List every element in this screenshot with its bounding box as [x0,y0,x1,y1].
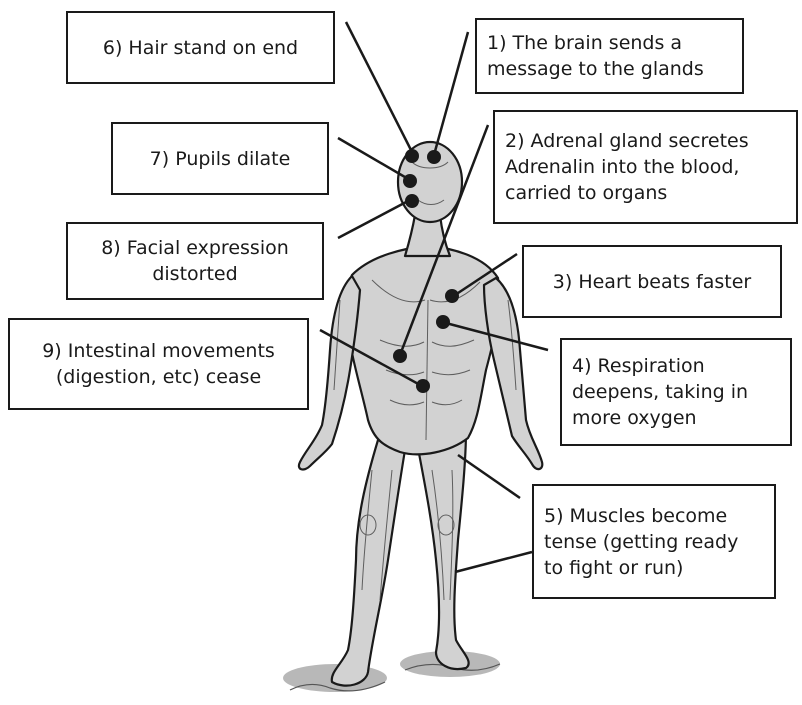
label-6-hair: 6) Hair stand on end [66,11,335,84]
dot-brain [427,150,441,164]
callout-line-7 [338,138,410,180]
callout-line-6 [346,22,412,152]
dot-intestine [416,379,430,393]
label-2-line-1: 2) Adrenal gland secretes [505,128,749,154]
label-4-line-1: 4) Respiration [572,353,705,379]
label-8-line-1: 8) Facial expression [101,235,289,261]
label-1-brain: 1) The brain sends a message to the glan… [475,18,744,94]
dot-heart [445,289,459,303]
right-leg [418,430,469,669]
label-9-line-2: (digestion, etc) cease [56,364,261,390]
label-2-adrenal: 2) Adrenal gland secretes Adrenalin into… [493,110,798,224]
callout-line-1 [434,32,468,155]
label-7-line-1: 7) Pupils dilate [150,146,291,172]
label-8-line-2: distorted [152,261,237,287]
dot-adrenal [393,349,407,363]
label-3-heart: 3) Heart beats faster [522,245,782,318]
callout-line-5b [455,552,532,572]
left-leg [332,440,405,686]
dot-face [405,194,419,208]
label-5-line-1: 5) Muscles become [544,503,727,529]
dot-pupils [403,174,417,188]
label-4-respiration: 4) Respiration deepens, taking in more o… [560,338,792,446]
label-2-line-2: Adrenalin into the blood, [505,154,739,180]
label-5-line-3: to fight or run) [544,555,683,581]
label-9-line-1: 9) Intestinal movements [42,338,275,364]
label-5-line-2: tense (getting ready [544,529,738,555]
label-3-line-1: 3) Heart beats faster [553,269,751,295]
label-1-line-1: 1) The brain sends a [487,30,682,56]
label-7-pupils: 7) Pupils dilate [111,122,329,195]
label-8-facial: 8) Facial expression distorted [66,222,324,300]
dot-hair [405,149,419,163]
label-4-line-3: more oxygen [572,405,697,431]
dot-lungs [436,315,450,329]
callout-line-8 [338,200,410,238]
callout-line-5a [458,455,520,498]
label-4-line-2: deepens, taking in [572,379,748,405]
label-2-line-3: carried to organs [505,180,667,206]
label-5-muscles: 5) Muscles become tense (getting ready t… [532,484,776,599]
label-1-line-2: message to the glands [487,56,704,82]
label-6-line-1: 6) Hair stand on end [103,35,298,61]
label-9-intestinal: 9) Intestinal movements (digestion, etc)… [8,318,309,410]
torso [347,246,499,454]
